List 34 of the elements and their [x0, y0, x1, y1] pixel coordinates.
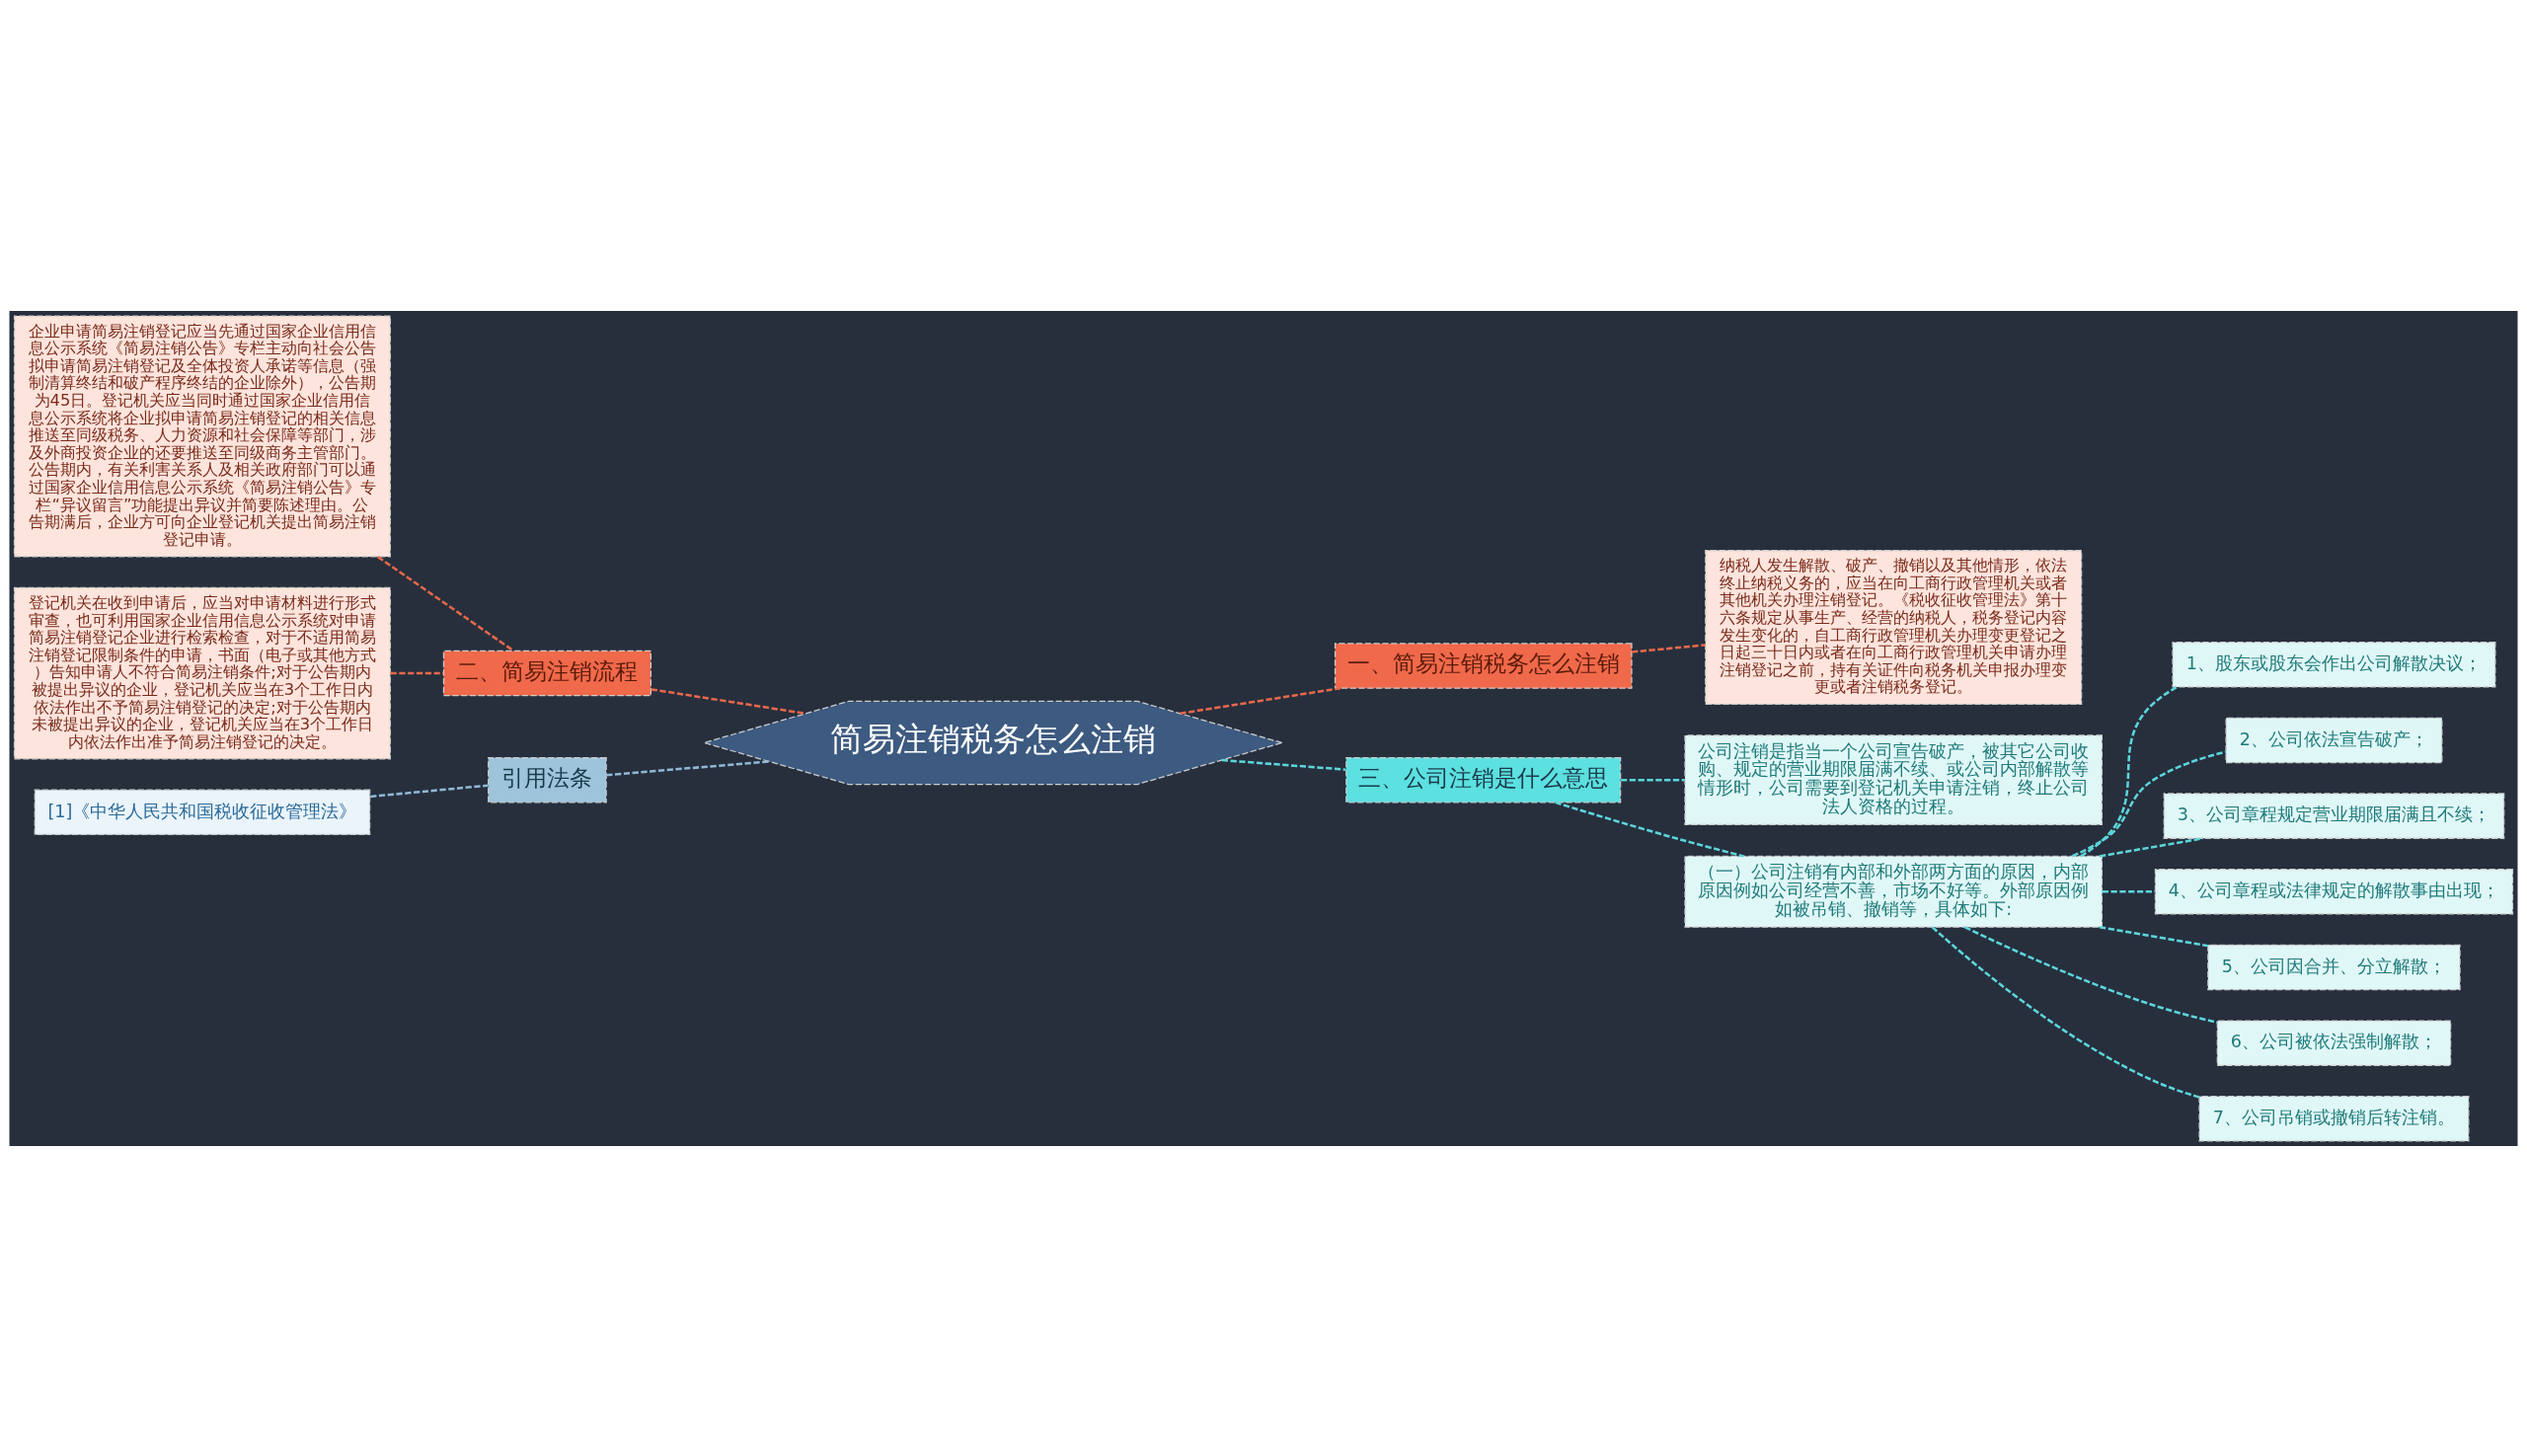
node-box: 引用法条 [488, 756, 607, 803]
node-box: 登记机关在收到申请后，应当对申请材料进行形式审查，也可利用国家企业信用信息公示系统对申请简易注销登记企业进行检索检查，对于不适用简易注销登记限制条件的申请，书面（电子或其他方式）告知申请人不符合简易注销条件;对于公告期内被提出异议的企业，登记机关应当在3个工作日内依法作出不予简易注销登记的决定;对于公告期内未被提出异议的企业，登记机关应当在3个工作日内依法作出准予简易注销登记的决定。 [13, 586, 392, 759]
node-box: 二、简易注销流程 [442, 650, 651, 696]
connector [390, 671, 444, 674]
node-box: 4、公司章程或法律规定的解散事由出现； [2154, 868, 2514, 915]
node-box: 公司注销是指当一个公司宣告破产，被其它公司收购、规定的营业期限届满不续、或公司内部解散等情形时，公司需要到登记机关申请注销，终止公司法人资格的过程。 [1684, 733, 2103, 825]
connector [1621, 778, 1685, 781]
node-box: 纳税人发生解散、破产、撤销以及其他情形，依法终止纳税义务的，应当在向工商行政管理机关或者其他机关办理注销登记。《税收征收管理法》第十六条规定从事生产、经营的纳税人，税务登记内容发生变化的，自工商行政管理机关办理变更登记之日起三十日内或者在向工商行政管理机关申请办理注销登记之前，持有关证件向税务机关申报办理变更或者注销税务登记。 [1705, 549, 2083, 705]
connector [2080, 685, 2179, 857]
connector [2102, 889, 2156, 893]
connector [2099, 836, 2203, 858]
connector [1631, 643, 1706, 653]
connector [2099, 925, 2208, 947]
node-box: 7、公司吊销或撤销后转注销。 [2198, 1095, 2470, 1142]
connector [370, 783, 489, 798]
connector [651, 687, 806, 715]
connector [1555, 801, 1744, 858]
node-box: 1、股东或股东会作出公司解散决议； [2172, 641, 2496, 687]
connector [2072, 749, 2227, 857]
node-box: （一）公司注销有内部和外部两方面的原因，内部原因例如公司经营不善，市场不好等。外部原因例如被吊销、撤销等，具体如下: [1684, 855, 2103, 928]
node-box: 2、公司依法宣告破产； [2225, 717, 2443, 763]
node-box: 一、简易注销税务怎么注销 [1334, 642, 1633, 689]
node-box: 6、公司被依法强制解散； [2216, 1019, 2452, 1066]
node-box: 3、公司章程规定营业期限届满且不续； [2163, 792, 2505, 839]
connector [606, 759, 769, 776]
node-box: 5、公司因合并、分立解散； [2207, 944, 2461, 990]
connector [1180, 686, 1341, 715]
node-box: [1]《中华人民共和国税收征收管理法》 [34, 789, 371, 835]
node-box: 三、公司注销是什么意思 [1345, 756, 1622, 803]
node-box: 企业申请简易注销登记应当先通过国家企业信用信息公示系统《简易注销公告》专栏主动向社会公告拟申请简易注销登记及全体投资人承诺等信息（强制清算终结和破产程序终结的企业除外），公告期为45日。登记机关应当同时通过国家企业信用信息公示系统将企业拟申请简易注销登记的相关信息推送至同级税务、人力资源和社会保障等部门，涉及外商投资企业的还要推送至同级商务主管部门。公告期内，有关利害关系人及相关政府部门可以通过国家企业信用信息公示系统《简易注销公告》专栏“异议留言”功能提出异议并简要陈述理由。公告期满后，企业方可向企业登记机关提出简易注销登记申请。 [13, 314, 392, 558]
connector [377, 555, 514, 651]
connector [1221, 758, 1346, 771]
connector [1964, 925, 2218, 1024]
connector [1931, 926, 2200, 1099]
